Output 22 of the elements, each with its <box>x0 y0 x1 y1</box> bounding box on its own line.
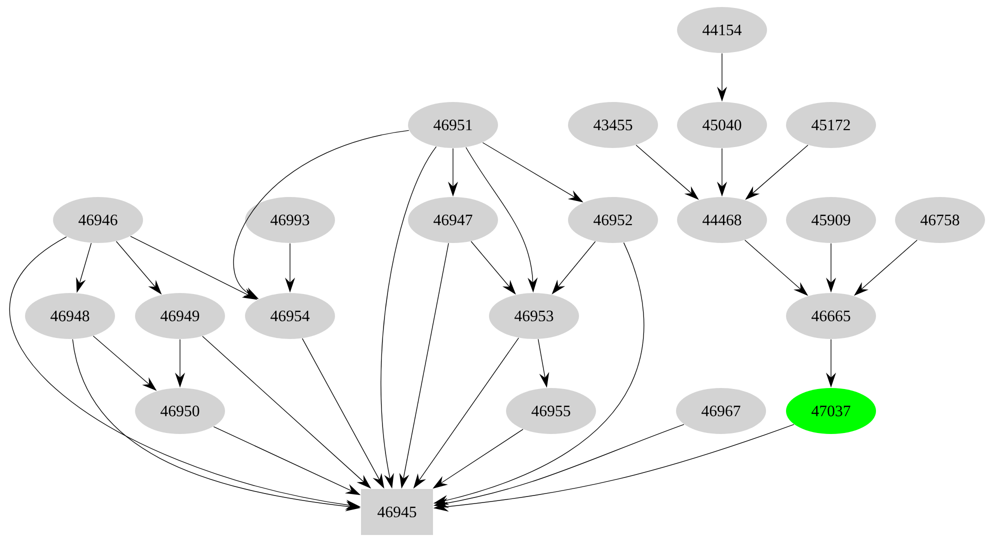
graph-node: 44468 <box>677 196 767 243</box>
graph-node: 46948 <box>25 293 115 339</box>
graph-node: 46993 <box>245 196 335 243</box>
graph-node: 46949 <box>135 293 226 339</box>
graph-node: 45040 <box>677 102 767 148</box>
graph-node: 46951 <box>408 102 498 148</box>
graph-node: 46950 <box>135 388 226 434</box>
graph-node: 46947 <box>408 196 498 243</box>
graph-node: 45172 <box>786 102 876 148</box>
graph-node: 45909 <box>786 196 876 243</box>
graph-node: 44154 <box>677 6 767 53</box>
graph-node: 46953 <box>489 293 579 339</box>
process-box: 46945 <box>361 488 433 535</box>
graph-node: 46665 <box>786 293 876 339</box>
graph-node: 46946 <box>53 196 143 243</box>
graph-node: 43455 <box>568 102 658 148</box>
graph-node: 46955 <box>506 388 596 434</box>
graph-node: 46954 <box>245 293 335 339</box>
graph-node: 46967 <box>676 388 766 434</box>
graph-node: 47037 <box>786 388 876 434</box>
graph-node: 46952 <box>568 196 658 243</box>
graph-node: 46758 <box>895 196 985 243</box>
